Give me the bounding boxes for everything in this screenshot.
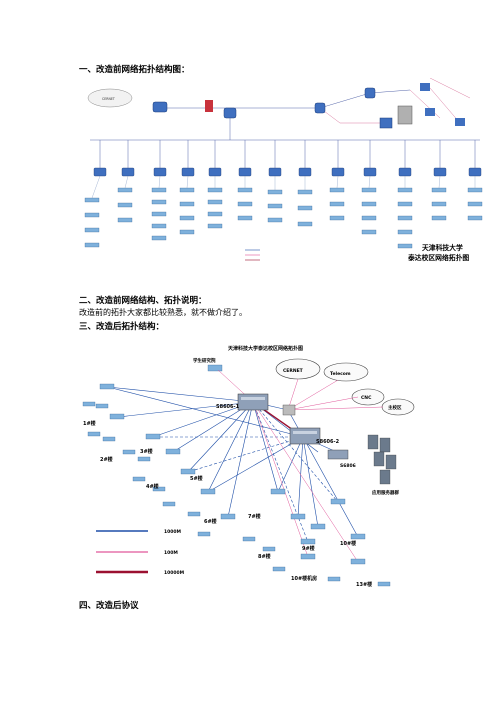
main-campus-label: 主校区: [388, 404, 402, 411]
topology-after-figure: 天津科技大学泰达校区网络拓扑图 CERNET Telecom CNC 主校区 学…: [78, 342, 418, 592]
section-3-heading: 三、改造后拓扑结构：: [79, 322, 165, 332]
section-4-heading: 四、改造后协议: [79, 601, 139, 611]
student-center-label: 学生研究院: [193, 357, 216, 364]
building-1-label: 1#楼: [83, 420, 96, 427]
telecom-label: Telecom: [330, 371, 351, 377]
core-switch-1-label: S8606-1: [216, 404, 240, 410]
fig2-title: 天津科技大学泰达校区网络拓扑图: [228, 345, 303, 352]
core-switch-1-icon: [237, 393, 269, 411]
building-13-label: 13#楼: [356, 581, 372, 588]
building-4-label: 4#楼: [146, 483, 159, 490]
building-7-label: 7#楼: [248, 513, 261, 520]
server-icon: [397, 105, 413, 125]
cnc-label: CNC: [361, 395, 372, 401]
building-8-label: 8#楼: [258, 553, 271, 560]
section-1-heading: 一、改造前网络拓扑结构图：: [79, 65, 190, 75]
section-2-heading: 二、改造前网络结构、拓扑说明：: [79, 296, 207, 306]
core-switch-2-icon: [289, 427, 321, 445]
building-2-label: 2#楼: [100, 456, 113, 463]
switch-icon: [207, 364, 223, 372]
switch-icon: [420, 83, 430, 91]
s6806-switch-icon: [327, 449, 349, 460]
legend-label-100m: 100M: [164, 550, 178, 556]
building-6-label: 6#楼: [204, 518, 217, 525]
switch-icon: [364, 87, 376, 99]
building-9-label: 9#楼: [302, 545, 315, 552]
core-switch-icon: [223, 107, 237, 119]
legend-label-10000m: 10000M: [164, 570, 185, 576]
link-lines-1000m: [107, 386, 359, 538]
building-10-label: 10#楼: [340, 540, 356, 547]
switch-icon: [425, 108, 435, 116]
cloud-icon: [87, 88, 133, 108]
cernet-label: CERNET: [102, 97, 115, 101]
topology-before-diagram: CERNET: [80, 78, 490, 278]
app-servers-label: 应用服务器群: [372, 489, 399, 496]
access-switch-icons: [82, 383, 391, 587]
topology-before-figure: CERNET: [80, 78, 490, 278]
switch-icon: [455, 118, 465, 126]
firewall-icon: [205, 100, 213, 112]
building-3-label: 3#楼: [140, 448, 153, 455]
router-icon: [152, 101, 168, 113]
building-5-label: 5#楼: [190, 475, 203, 482]
fig1-caption-line1: 天津科技大学: [422, 243, 463, 252]
firewall-icon: [282, 404, 296, 416]
core-switch-2-label: S8606-2: [316, 439, 340, 445]
building-10-room-label: 10#楼机房: [291, 575, 317, 582]
switch-icon: [314, 102, 326, 114]
section-2-text: 改造前的拓扑大家都比较熟悉，就不做介绍了。: [79, 308, 247, 317]
switch-icon: [379, 117, 393, 129]
s6806-label: S6806: [340, 463, 356, 469]
cernet-label: CERNET: [283, 368, 304, 374]
cnc-cloud-icon: [351, 388, 385, 406]
link-lines-100m: [217, 369, 384, 563]
telecom-cloud-icon: [323, 362, 369, 382]
topology-after-diagram: 天津科技大学泰达校区网络拓扑图 CERNET Telecom CNC 主校区 学…: [78, 342, 418, 592]
legend-label-1000m: 1000M: [164, 529, 182, 535]
fig1-caption-line2: 泰达校区网络拓扑图: [407, 253, 469, 262]
server-group-icon: [367, 434, 397, 485]
